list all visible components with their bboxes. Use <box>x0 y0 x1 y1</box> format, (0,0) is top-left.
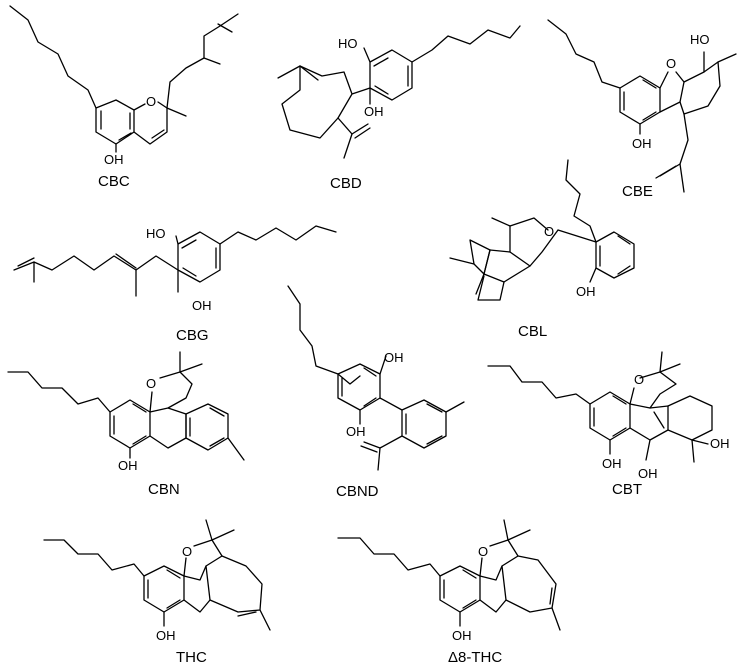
cbn-name: CBN <box>148 481 180 498</box>
cbt-oh1-label: OH <box>602 456 622 471</box>
cbe-o-label: O <box>666 56 676 71</box>
cbnd-oh-bottom-label: OH <box>346 424 366 439</box>
cbe-ho-label: HO <box>690 32 710 47</box>
structure-cbn <box>7 351 245 461</box>
structure-cbnd <box>287 285 465 471</box>
cbl-oh-label: OH <box>576 284 596 299</box>
cbe-oh-label: OH <box>632 136 652 151</box>
cbe-name: CBE <box>622 183 653 200</box>
structure-cbt <box>487 351 713 463</box>
cbt-o-label: O <box>634 372 644 387</box>
cbc-name: CBC <box>98 173 130 190</box>
cbnd-name: CBND <box>336 483 379 500</box>
structure-delta8-thc <box>337 519 561 631</box>
cbc-oh-label: OH <box>104 152 124 167</box>
thc-name: THC <box>176 649 207 666</box>
structure-cbl <box>449 159 635 301</box>
cbl-o-label: O <box>544 224 554 239</box>
structure-cbe <box>547 19 737 193</box>
structure-cbd <box>277 25 521 159</box>
cbn-oh-label: OH <box>118 458 138 473</box>
cbd-name: CBD <box>330 175 362 192</box>
cbg-ho-label: HO <box>146 226 166 241</box>
delta8-thc-o-label: O <box>478 544 488 559</box>
structure-cbc <box>9 5 239 153</box>
cbt-name: CBT <box>612 481 642 498</box>
cbt-oh2-label: OH <box>638 466 658 481</box>
cbg-oh-label: OH <box>192 298 212 313</box>
cbc-o-label: O <box>146 94 156 109</box>
cbl-name: CBL <box>518 323 547 340</box>
cbd-oh-label: OH <box>364 104 384 119</box>
delta8-thc-name: Δ8-THC <box>448 649 502 666</box>
delta8-thc-oh-label: OH <box>452 628 472 643</box>
thc-o-label: O <box>182 544 192 559</box>
cbnd-oh-top-label: OH <box>384 350 404 365</box>
cbn-o-label: O <box>146 376 156 391</box>
structure-thc <box>43 519 271 631</box>
cbt-oh3-label: OH <box>710 436 730 451</box>
cbd-ho-label: HO <box>338 36 358 51</box>
thc-oh-label: OH <box>156 628 176 643</box>
structure-cbg <box>13 225 337 297</box>
cbg-name: CBG <box>176 327 209 344</box>
